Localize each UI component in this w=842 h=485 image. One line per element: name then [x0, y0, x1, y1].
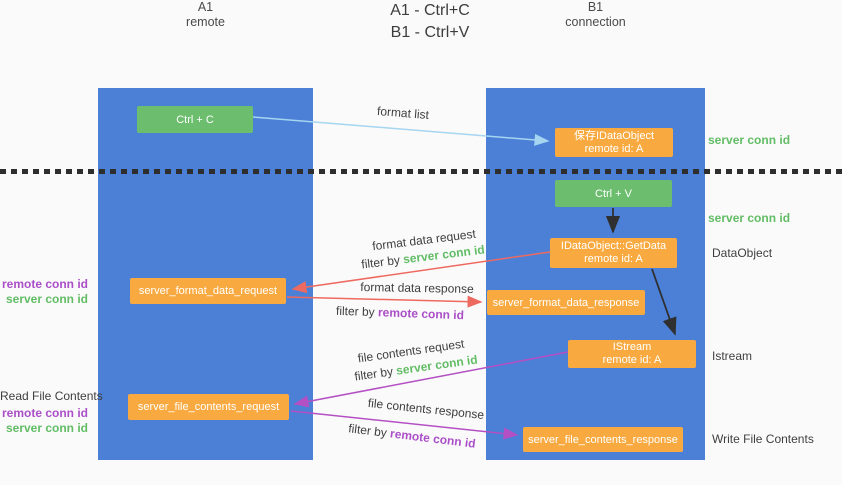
phase-divider-dotted-line	[0, 169, 842, 174]
annotation-write-file-contents: Write File Contents	[712, 432, 814, 446]
node-ctrl-c-label: Ctrl + C	[176, 113, 214, 126]
annotation-read-file-contents: Read File Contents	[0, 389, 103, 403]
annotation-server-conn-id-1: server conn id	[5, 292, 88, 306]
annotation-server-conn-id-2: server conn id	[5, 421, 88, 435]
node-save-idataobject: 保存IDataObject remote id: A	[555, 128, 673, 157]
annotation-server-conn-id-mid: server conn id	[708, 211, 791, 225]
column-a1-label: remote	[186, 15, 225, 29]
column-header-a1: A1 remote	[98, 0, 313, 30]
diagram-title: A1 - Ctrl+C B1 - Ctrl+V	[0, 0, 842, 44]
label-filter-by-remote-conn-id-2: filter by remote conn id	[347, 421, 477, 451]
node-server-file-contents-response: server_file_contents_response	[523, 427, 683, 452]
label-format-data-response: format data response	[360, 280, 474, 296]
node-server-format-data-request: server_format_data_request	[130, 278, 286, 304]
node-ctrl-v-label: Ctrl + V	[595, 187, 632, 200]
node-server-file-contents-response-label: server_file_contents_response	[528, 433, 678, 446]
annotation-left-conn-ids-2: remote conn id server conn id	[0, 406, 88, 436]
annotation-remote-conn-id-1: remote conn id	[1, 277, 88, 291]
label-filter-by-remote-conn-id-1: filter by remote conn id	[335, 303, 465, 323]
node-server-format-data-response: server_format_data_response	[487, 290, 645, 315]
node-server-file-contents-request-label: server_file_contents_request	[137, 401, 280, 413]
annotation-left-conn-ids-1: remote conn id server conn id	[0, 277, 88, 307]
column-b1-id: B1	[587, 0, 604, 14]
node-server-file-contents-request: server_file_contents_request	[128, 394, 289, 420]
label-file-contents-response: file contents response	[367, 395, 485, 423]
node-save-idataobject-remote-id: remote id: A	[584, 142, 644, 155]
node-server-format-data-request-label: server_format_data_request	[138, 285, 278, 297]
node-istream-title: IStream	[612, 341, 652, 353]
annotation-dataobject: DataObject	[712, 246, 773, 260]
node-idataobject-getdata: IDataObject::GetData remote id: A	[550, 238, 677, 268]
node-save-idataobject-title: 保存IDataObject	[573, 129, 655, 142]
arrow-format-data-response	[286, 295, 483, 308]
node-istream: IStream remote id: A	[568, 340, 696, 368]
annotation-server-conn-id-top: server conn id	[708, 133, 791, 147]
node-server-format-data-response-label: server_format_data_response	[492, 296, 640, 309]
column-header-b1: B1 connection	[486, 0, 705, 30]
node-ctrl-v: Ctrl + V	[555, 180, 672, 207]
label-format-list: format list	[376, 103, 430, 123]
node-getdata-remote-id: remote id: A	[584, 253, 643, 265]
column-b1-label: connection	[565, 15, 626, 29]
title-line-2: B1 - Ctrl+V	[390, 24, 470, 41]
title-line-1: A1 - Ctrl+C	[390, 2, 470, 19]
node-getdata-title: IDataObject::GetData	[560, 240, 667, 252]
node-istream-remote-id: remote id: A	[602, 354, 662, 366]
annotation-istream: Istream	[712, 349, 753, 363]
annotation-remote-conn-id-2: remote conn id	[1, 406, 88, 420]
node-ctrl-c: Ctrl + C	[137, 106, 253, 133]
column-a1-id: A1	[197, 0, 214, 14]
